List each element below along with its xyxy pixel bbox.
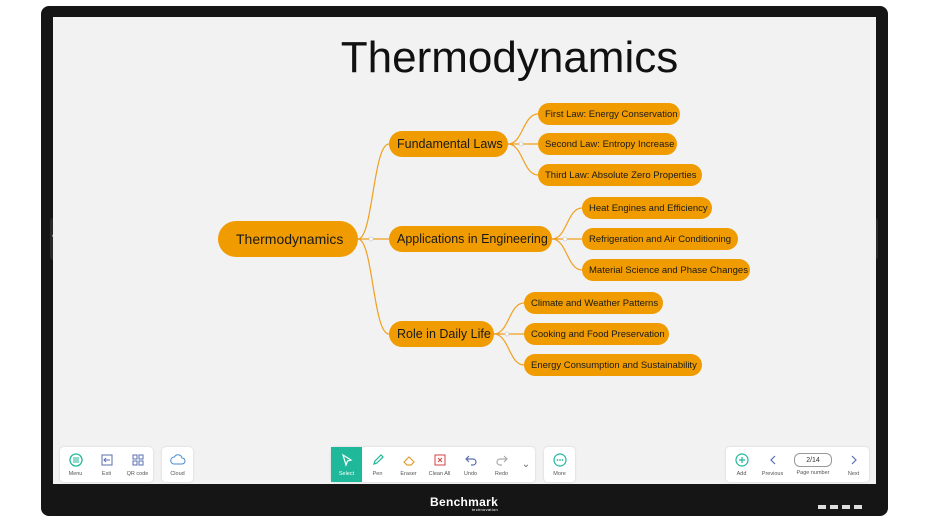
mindmap-branch-daily-life[interactable]: Role in Daily Life — [389, 321, 494, 347]
mindmap-leaf-label: Energy Consumption and Sustainability — [531, 359, 697, 371]
mindmap-leaf-heat-engines[interactable]: Heat Engines and Efficiency — [582, 197, 712, 219]
device-brand-logo: Benchmark technovation — [430, 495, 498, 512]
page-number-control[interactable]: 2/14 Page number — [788, 447, 838, 482]
mindmap-leaf-cooking[interactable]: Cooking and Food Preservation — [524, 323, 669, 345]
chevron-right-icon — [847, 452, 861, 468]
chevron-left-icon — [766, 452, 780, 468]
qr-code-button[interactable]: QR code — [122, 447, 153, 482]
mindmap-leaf-label: Third Law: Absolute Zero Properties — [545, 169, 697, 181]
mindmap-branch-applications[interactable]: Applications in Engineering — [389, 226, 552, 252]
mindmap-branch-fundamental-laws[interactable]: Fundamental Laws — [389, 131, 508, 157]
redo-button[interactable]: Redo — [486, 447, 517, 482]
board-title: Thermodynamics — [340, 33, 679, 82]
toolbar-right: Add Previous 2/14 Page number Next — [726, 447, 869, 482]
pen-icon — [371, 452, 385, 468]
more-icon — [552, 452, 567, 468]
page-number-label: Page number — [796, 470, 830, 476]
bezel-port-indicators — [818, 505, 862, 509]
mindmap-leaf-label: First Law: Energy Conservation — [545, 108, 678, 120]
qr-code-label: QR code — [126, 471, 149, 477]
redo-icon — [495, 452, 509, 468]
mindmap-leaf-label: Refrigeration and Air Conditioning — [589, 233, 732, 245]
cloud-label: Cloud — [170, 471, 185, 477]
mindmap-leaf-label: Material Science and Phase Changes — [589, 264, 748, 276]
menu-button[interactable]: Menu — [60, 447, 91, 482]
mindmap-root-label: Thermodynamics — [236, 231, 344, 247]
mindmap-branch-label: Applications in Engineering — [397, 232, 548, 246]
menu-icon — [68, 452, 83, 468]
mindmap-branch-label: Fundamental Laws — [397, 137, 503, 151]
whiteboard-canvas[interactable]: Thermodynamics Thermodynamics Fundamenta… — [53, 17, 876, 484]
toolbar-more: More — [544, 447, 575, 482]
toolbar-left: Menu Exit QR code — [60, 447, 153, 482]
redo-label: Redo — [494, 471, 509, 477]
mindmap-branch-label: Role in Daily Life — [397, 327, 491, 341]
mindmap-leaf-material-science[interactable]: Material Science and Phase Changes — [582, 259, 750, 281]
brand-subtitle: technovation — [471, 507, 499, 512]
eraser-label: Eraser — [400, 471, 417, 477]
mindmap-leaf-label: Second Law: Entropy Increase — [545, 138, 675, 150]
add-page-button[interactable]: Add — [726, 447, 757, 482]
undo-button[interactable]: Undo — [455, 447, 486, 482]
mindmap-leaf-third-law[interactable]: Third Law: Absolute Zero Properties — [538, 164, 702, 186]
mindmap-leaf-climate[interactable]: Climate and Weather Patterns — [524, 292, 663, 314]
more-button[interactable]: More — [544, 447, 575, 482]
undo-label: Undo — [463, 471, 478, 477]
mindmap-leaf-second-law[interactable]: Second Law: Entropy Increase — [538, 133, 677, 155]
exit-label: Exit — [101, 471, 112, 477]
select-label: Select — [338, 471, 355, 477]
mindmap-leaf-label: Heat Engines and Efficiency — [589, 202, 708, 214]
chevron-down-icon[interactable]: ⌄ — [521, 459, 531, 470]
menu-label: Menu — [68, 471, 83, 477]
toolbar-center: Select Pen Eraser Clean All Undo Redo ⌄ — [331, 447, 535, 482]
select-tool-button[interactable]: Select — [331, 447, 362, 482]
toolbar-cloud: Cloud — [162, 447, 193, 482]
plus-icon — [734, 452, 749, 468]
undo-icon — [464, 452, 478, 468]
exit-icon — [100, 452, 114, 468]
clean-all-button[interactable]: Clean All — [424, 447, 455, 482]
cloud-button[interactable]: Cloud — [162, 447, 193, 482]
mindmap-leaf-refrigeration[interactable]: Refrigeration and Air Conditioning — [582, 228, 738, 250]
mindmap-leaf-label: Cooking and Food Preservation — [531, 328, 665, 340]
pen-tool-button[interactable]: Pen — [362, 447, 393, 482]
mindmap-leaf-label: Climate and Weather Patterns — [531, 297, 659, 309]
cloud-icon — [169, 452, 186, 468]
previous-page-button[interactable]: Previous — [757, 447, 788, 482]
page-number-value[interactable]: 2/14 — [794, 453, 832, 467]
exit-button[interactable]: Exit — [91, 447, 122, 482]
previous-label: Previous — [761, 471, 784, 477]
more-label: More — [553, 471, 566, 477]
mindmap-root-node[interactable]: Thermodynamics — [218, 221, 358, 257]
pen-label: Pen — [372, 471, 383, 477]
cursor-icon — [340, 452, 354, 468]
brand-name: Benchmark — [430, 495, 499, 509]
mindmap-leaf-energy[interactable]: Energy Consumption and Sustainability — [524, 354, 702, 376]
qr-code-icon — [131, 452, 145, 468]
next-page-button[interactable]: Next — [838, 447, 869, 482]
eraser-icon — [402, 452, 416, 468]
eraser-tool-button[interactable]: Eraser — [393, 447, 424, 482]
mindmap-links — [357, 113, 583, 366]
clean-all-label: Clean All — [428, 471, 451, 477]
mindmap-leaf-first-law[interactable]: First Law: Energy Conservation — [538, 103, 680, 125]
clean-all-icon — [433, 452, 447, 468]
next-label: Next — [847, 471, 860, 477]
add-label: Add — [736, 471, 747, 477]
